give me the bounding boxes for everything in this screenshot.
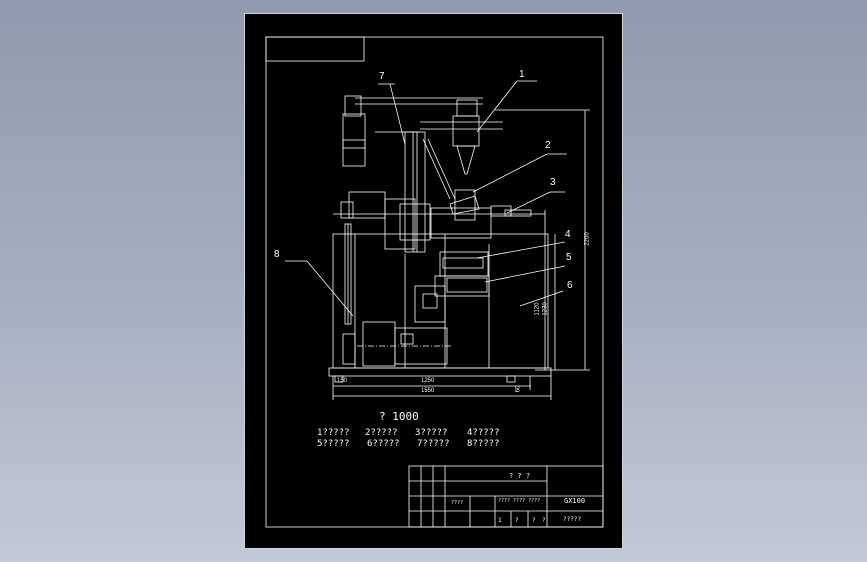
dim-2200: 2200 xyxy=(584,232,591,246)
top-motor xyxy=(342,113,366,149)
dim-60: 60 xyxy=(515,385,522,393)
title-block-bottom-2: ? xyxy=(515,517,519,524)
legend-row-1-3: 3????? xyxy=(415,428,448,438)
column xyxy=(404,131,426,253)
callout-1: 1 xyxy=(519,69,525,80)
legend-row-1-1: 1????? xyxy=(317,428,350,438)
callout-2: 2 xyxy=(545,140,551,151)
title-block-cell-a: ???? xyxy=(451,500,464,506)
legend-row-2-2: 6????? xyxy=(367,439,400,449)
cad-drawing xyxy=(265,36,604,528)
drawing-sheet: 7 1 2 3 4 5 6 8 150 1250 1550 60 2200 11… xyxy=(244,13,623,549)
corner-stamp xyxy=(265,36,365,62)
dim-1230: 1230 xyxy=(542,302,549,316)
main-frame xyxy=(332,233,549,369)
title-block-name: ? ? ? xyxy=(509,472,531,480)
callout-6: 6 xyxy=(567,280,573,291)
dim-1250: 1250 xyxy=(421,378,435,384)
dim-150: 150 xyxy=(337,378,348,384)
title-block-drawing-no: GX100 xyxy=(564,497,586,505)
dim-1120: 1120 xyxy=(534,302,541,316)
legend-row-1-2: 2????? xyxy=(365,428,398,438)
scale-note: ? 1000 xyxy=(379,410,419,423)
title-block-bottom-4: ? xyxy=(542,517,546,524)
callout-4: 4 xyxy=(565,229,571,240)
callout-7: 7 xyxy=(379,71,385,82)
base xyxy=(328,367,552,377)
title-block-bottom-3: ? xyxy=(532,517,536,524)
callout-5: 5 xyxy=(566,252,572,263)
dim-1550: 1550 xyxy=(421,388,435,394)
inner-frame xyxy=(265,36,604,528)
legend-row-2-4: 8????? xyxy=(467,439,500,449)
legend-row-1-4: 4????? xyxy=(467,428,500,438)
title-block xyxy=(408,465,604,528)
legend-row-2-1: 5????? xyxy=(317,439,350,449)
title-block-bottom-1: 1 xyxy=(498,517,502,524)
callout-3: 3 xyxy=(550,177,556,188)
title-block-company: ????? xyxy=(563,516,582,523)
callout-8: 8 xyxy=(274,249,280,260)
legend-row-2-3: 7????? xyxy=(417,439,450,449)
title-block-row-text: ???? ???? ???? xyxy=(498,498,541,504)
